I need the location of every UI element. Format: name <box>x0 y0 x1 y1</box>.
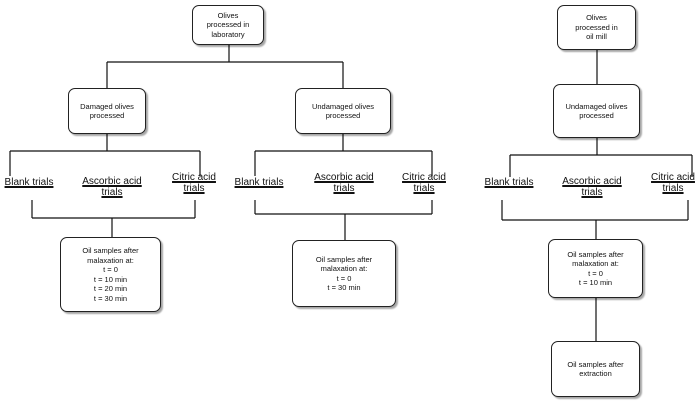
damaged-samples-line-1: Oil samples after <box>82 246 139 255</box>
undamaged-lab-olives-box: Undamaged olives processed <box>295 88 391 134</box>
mill-samples-line-1: Oil samples after <box>567 249 624 259</box>
undamaged-lab-citric-label-2: trials <box>413 183 435 194</box>
mill-blank-trials: Blank trials <box>480 177 538 188</box>
damaged-olives-box: Damaged olives processed <box>68 88 146 134</box>
undamaged-lab-samples-line-1: Oil samples after <box>315 254 373 264</box>
mill-ascorbic-trials: Ascorbic acid trials <box>552 176 632 198</box>
mill-samples-line-4: t = 10 min <box>578 278 613 287</box>
undamaged-lab-ascorbic-label-2: trials <box>333 183 355 194</box>
undamaged-lab-ascorbic-trials: Ascorbic acid trials <box>304 172 384 194</box>
lab-root-line-1: Olives <box>217 10 239 20</box>
damaged-ascorbic-trials: Ascorbic acid trials <box>72 176 152 198</box>
undamaged-lab-blank-label: Blank trials <box>234 177 284 188</box>
mill-ascorbic-label-1: Ascorbic acid <box>562 176 622 187</box>
mill-root-line-1: Olives <box>586 13 607 23</box>
lab-root-line-2: processed in <box>206 20 250 30</box>
damaged-citric-label-1: Citric acid <box>172 172 216 183</box>
undamaged-lab-title-line-2: processed <box>325 111 361 120</box>
damaged-samples-line-6: t = 30 min <box>93 293 128 303</box>
undamaged-lab-samples-line-3: t = 0 <box>336 273 352 283</box>
mill-citric-trials: Citric acid trials <box>646 172 700 194</box>
damaged-title-line-2: processed <box>89 111 125 120</box>
mill-extraction-line-1: Oil samples after <box>567 359 624 369</box>
lab-root-box: Olives processed in laboratory <box>192 5 264 45</box>
damaged-samples-line-5: t = 20 min <box>93 284 128 293</box>
damaged-samples-line-2: malaxation at: <box>87 255 134 265</box>
undamaged-mill-title-line-2: processed <box>579 111 614 120</box>
mill-citric-label-2: trials <box>662 183 684 194</box>
mill-extraction-line-2: extraction <box>579 369 612 378</box>
mill-citric-label-1: Citric acid <box>651 172 695 183</box>
undamaged-lab-citric-label-1: Citric acid <box>402 172 446 183</box>
undamaged-lab-ascorbic-label-1: Ascorbic acid <box>314 172 374 183</box>
mill-root-box: Olives processed in oil mill <box>557 5 636 50</box>
undamaged-lab-title-line-1: Undamaged olives <box>311 101 375 111</box>
undamaged-lab-blank-trials: Blank trials <box>230 177 288 188</box>
undamaged-lab-citric-trials: Citric acid trials <box>394 172 454 194</box>
mill-samples-line-3: t = 0 <box>588 268 603 278</box>
mill-blank-label: Blank trials <box>484 177 534 188</box>
undamaged-lab-samples-line-4: t = 30 min <box>327 283 361 292</box>
damaged-citric-trials: Citric acid trials <box>164 172 224 194</box>
damaged-title-line-1: Damaged olives <box>80 101 134 111</box>
undamaged-lab-samples-box: Oil samples after malaxation at: t = 0 t… <box>292 240 396 307</box>
mill-root-line-2: processed in <box>575 22 618 32</box>
mill-root-line-3: oil mill <box>586 32 607 42</box>
damaged-ascorbic-label-2: trials <box>101 187 123 198</box>
undamaged-lab-samples-line-2: malaxation at: <box>320 264 368 273</box>
damaged-ascorbic-label-1: Ascorbic acid <box>82 176 142 187</box>
damaged-samples-line-4: t = 10 min <box>93 274 128 284</box>
damaged-blank-label: Blank trials <box>4 177 54 188</box>
mill-ascorbic-label-2: trials <box>581 187 603 198</box>
mill-extraction-box: Oil samples after extraction <box>551 341 640 397</box>
lab-root-line-3: laboratory <box>211 29 245 39</box>
damaged-samples-line-3: t = 0 <box>103 265 118 274</box>
mill-samples-box: Oil samples after malaxation at: t = 0 t… <box>548 239 643 298</box>
damaged-blank-trials: Blank trials <box>0 177 58 188</box>
undamaged-mill-title-line-1: Undamaged olives <box>565 101 628 111</box>
mill-samples-line-2: malaxation at: <box>572 259 619 268</box>
damaged-citric-label-2: trials <box>183 183 205 194</box>
undamaged-mill-olives-box: Undamaged olives processed <box>553 84 640 138</box>
damaged-samples-box: Oil samples after malaxation at: t = 0 t… <box>60 237 161 312</box>
